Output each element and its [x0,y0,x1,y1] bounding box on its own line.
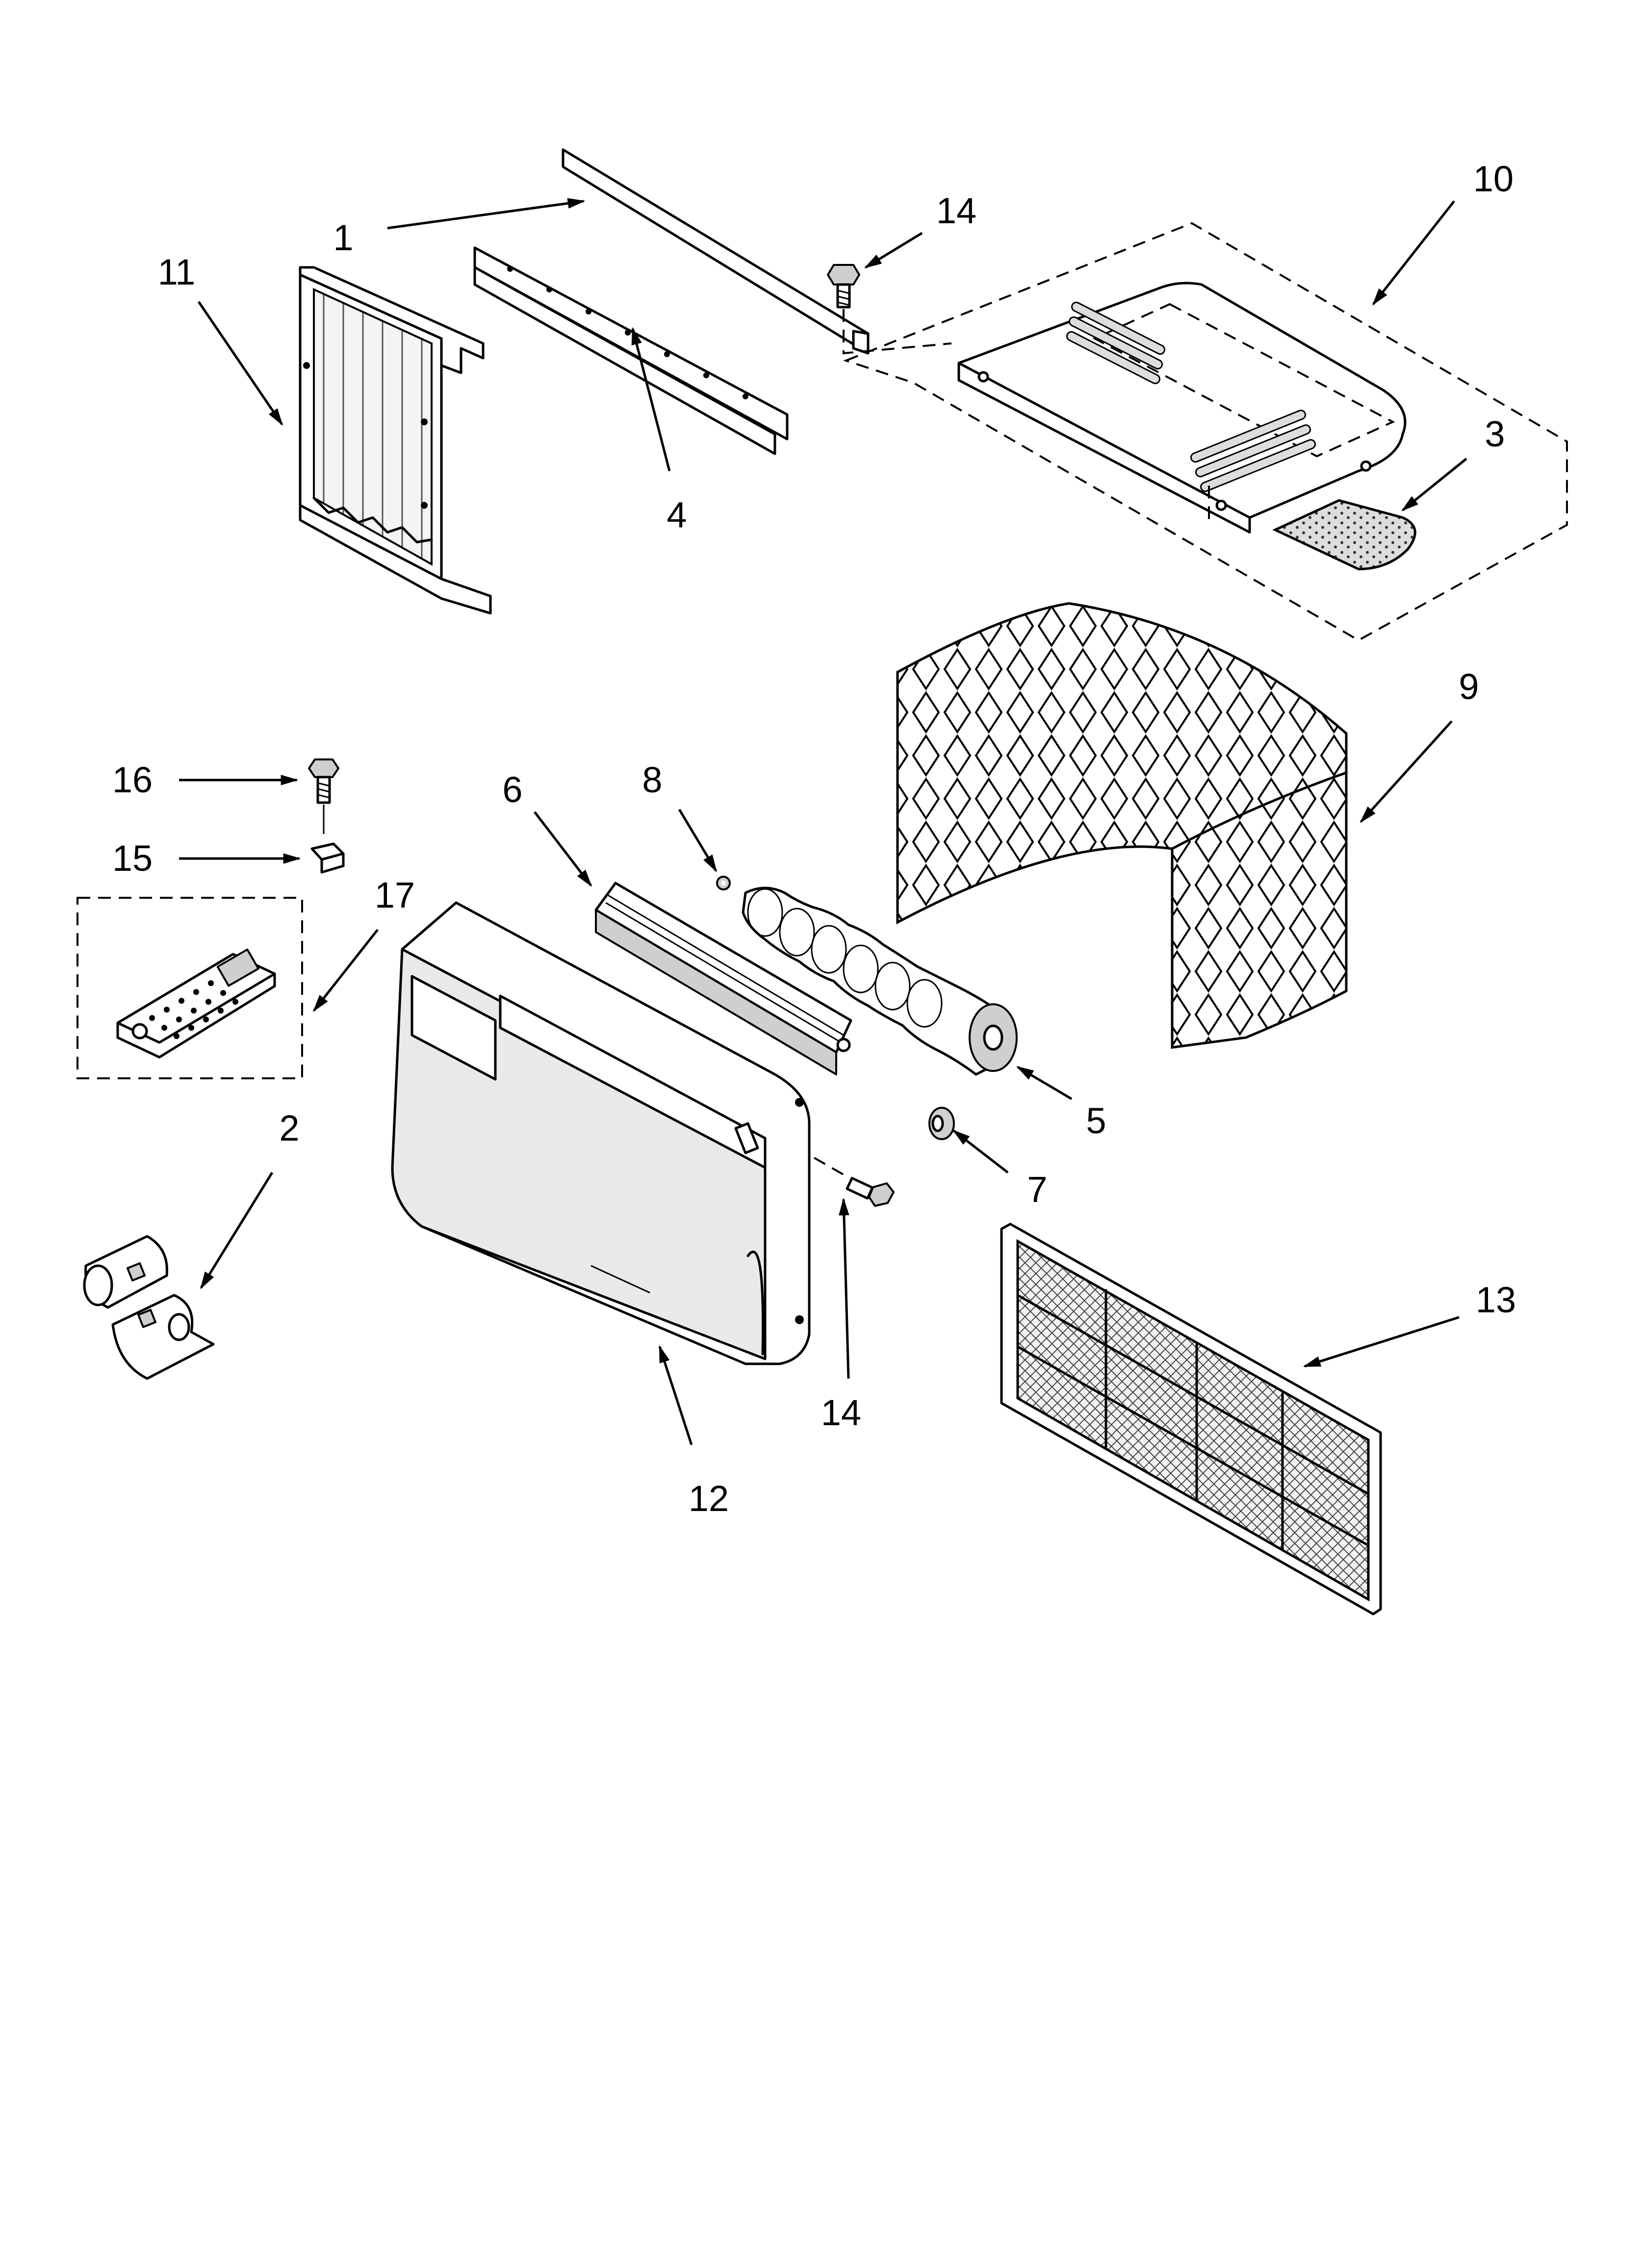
part-10-top-cover [843,222,1568,642]
callout-14-lower: 14 [821,1392,862,1433]
callout-16: 16 [112,759,153,800]
part-16-screw [308,758,339,834]
part-1-top-rail [562,148,870,355]
callout-12: 12 [688,1478,729,1519]
part-12-front-cabinet [391,901,811,1365]
callout-9: 9 [1459,666,1479,707]
part-9-mesh-grille [896,602,1348,1049]
callout-7: 7 [1027,1169,1048,1210]
callout-5: 5 [1086,1100,1106,1141]
part-3-insulation-pad [1272,499,1416,571]
part-15-clip [310,842,345,874]
part-8-washer [716,876,731,890]
cover-vent-lower [1190,410,1316,492]
callout-10: 10 [1473,158,1514,199]
part-2-clamp-bracket [83,1235,215,1380]
part-14-screw-top [827,264,952,355]
callout-4: 4 [667,495,687,535]
callout-15: 15 [112,838,153,879]
callout-14-top: 14 [936,190,977,231]
callout-1: 1 [333,217,354,258]
callout-13: 13 [1475,1279,1516,1320]
leader-arrows [179,198,1467,1445]
callout-8: 8 [642,759,663,800]
callout-6: 6 [502,769,523,810]
part-11-side-curtain [299,266,492,615]
part-4-bottom-rail [473,246,789,455]
part-5-blower-wheel [742,886,1018,1076]
part-13-filter [1000,1223,1382,1616]
callout-2: 2 [279,1108,300,1148]
part-6-louver [594,882,852,1075]
callout-3: 3 [1485,414,1505,454]
part-14-screw-lower [814,1157,895,1207]
part-7-bearing [928,1107,955,1140]
callout-17: 17 [374,875,415,915]
part-17-remote-control [77,897,303,1079]
cover-vent-upper [1066,301,1166,385]
callout-11: 11 [157,252,196,292]
